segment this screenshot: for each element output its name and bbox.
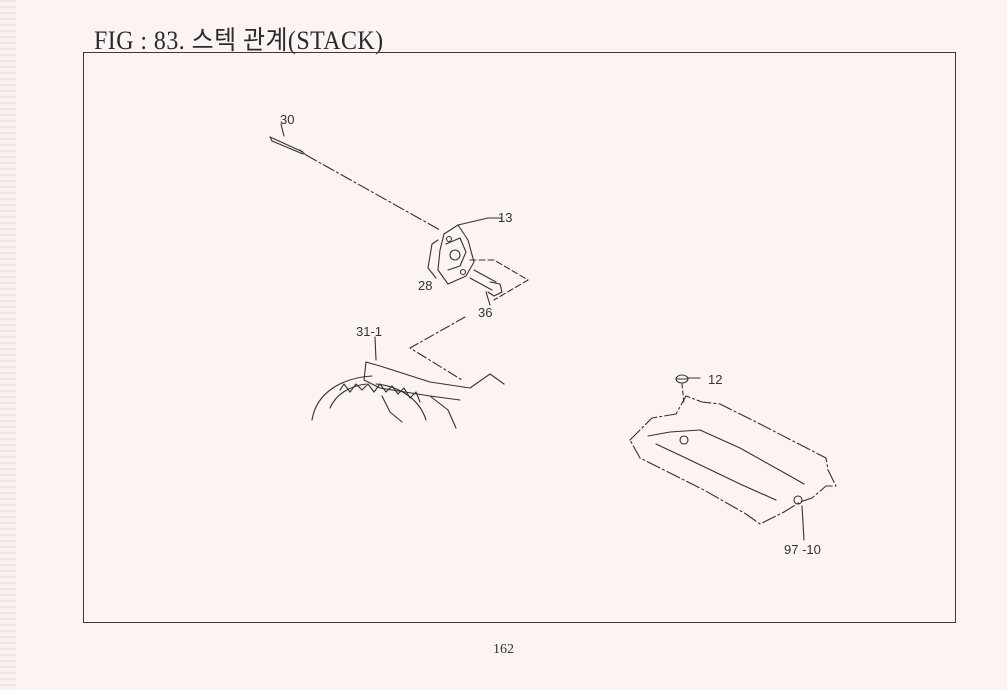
part-12-clip [675, 374, 701, 405]
figure-title: FIG : 83. 스텍 관계(STACK) [94, 26, 384, 55]
callout-36: 36 [478, 305, 492, 320]
callout-97-10: 97 -10 [784, 542, 821, 557]
callout-13: 13 [498, 210, 512, 225]
page-number: 162 [493, 642, 514, 657]
scan-edge [0, 0, 16, 690]
part-13-bracket [427, 217, 503, 285]
callout-28: 28 [418, 278, 432, 293]
part-36-bolt [469, 259, 529, 306]
callout-31-1: 31-1 [356, 324, 382, 339]
part-97-10-cover [629, 395, 837, 541]
callout-12: 12 [708, 372, 722, 387]
part-31-1-housing [311, 336, 505, 429]
assembly-leader-line [409, 316, 466, 381]
callout-30: 30 [280, 112, 294, 127]
diagram-frame [83, 52, 956, 623]
part-30-dipstick [269, 123, 441, 231]
